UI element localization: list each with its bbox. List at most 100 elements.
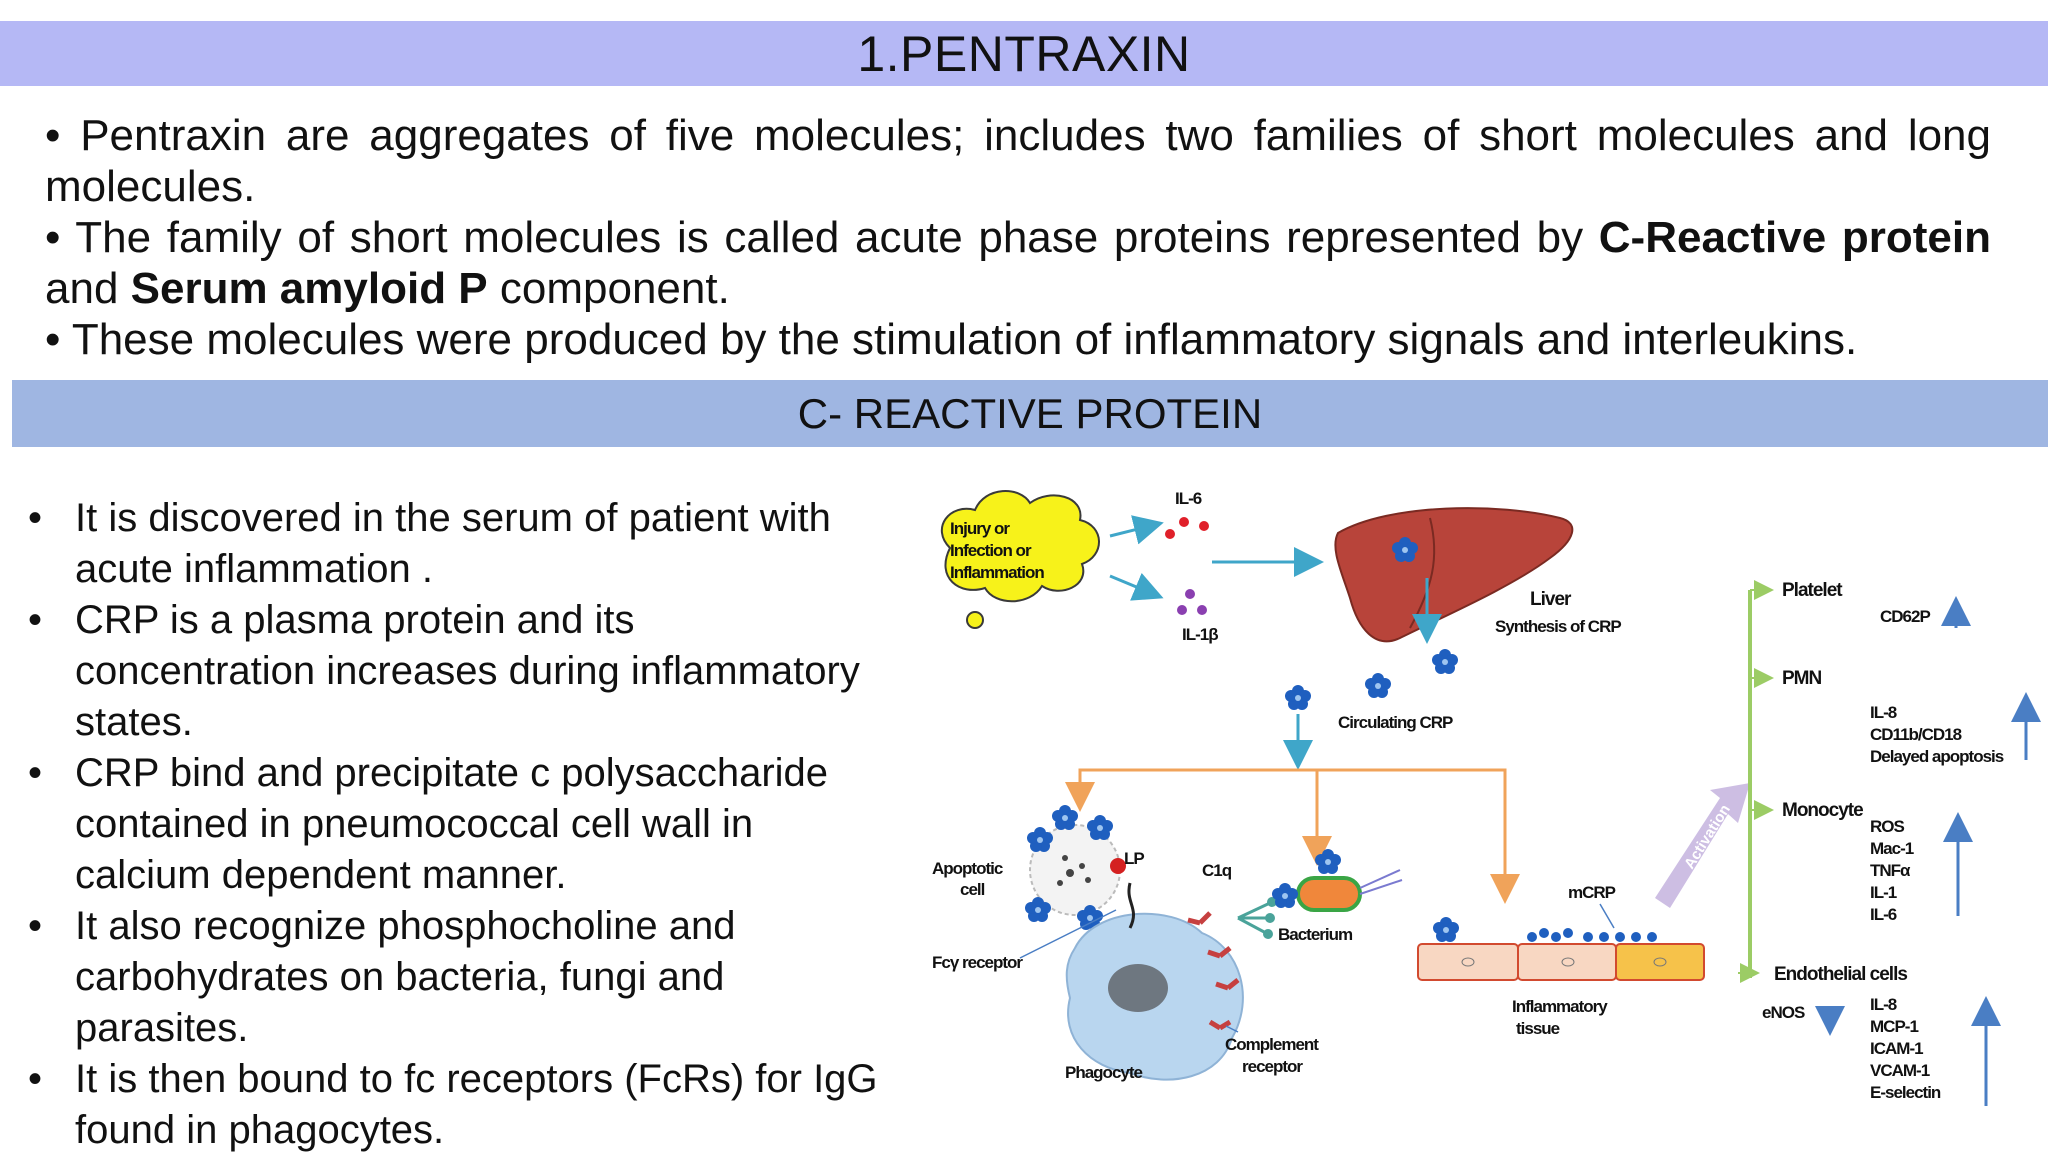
mcrp-dots [1527,928,1657,942]
inflamed-label-2: tissue [1516,1019,1560,1038]
pmn-label: PMN [1782,668,1822,689]
receptor [1215,978,1240,991]
phagocyte-cell [1065,882,1244,1081]
crp-pentamer [1027,827,1053,852]
section-bar: C- REACTIVE PROTEIN [12,380,2048,447]
activation-label: Activation [1681,802,1734,873]
fcy-receptor-label: Fcγ receptor [932,953,1023,972]
pmn-item-1: IL-8 [1870,703,1897,722]
pmn-item-3: Delayed apoptosis [1870,747,2004,766]
lp-label: LP [1124,849,1144,868]
lp-marker [1110,858,1126,874]
complement-pointer [1225,1025,1239,1033]
intro-bold-term: Serum amyloid P [130,264,488,313]
endo-item-5: E-selectin [1870,1083,1941,1102]
circulating-crp-label: Circulating CRP [1338,713,1453,732]
liver-sub-label: Synthesis of CRP [1495,617,1621,636]
crp-bullet-line: concentration increases during inflammat… [75,649,860,693]
liver-label: Liver [1530,589,1572,610]
apoptotic-label-1: Apoptotic [932,859,1003,878]
receptor [1187,911,1212,926]
crp-bullet-line: It is discovered in the serum of patient… [22,493,912,544]
crp-bullet-line: acute inflammation . [75,547,433,591]
intro-text-run: • These molecules were produced by the s… [45,315,1858,364]
crp-pentamer [1052,805,1078,830]
il6-label: IL-6 [1175,489,1202,508]
crp-bullet-list: It is discovered in the serum of patient… [22,493,912,1152]
crp-bullet-line: carbohydrates on bacteria, fungi and [75,955,725,999]
section-title: C- REACTIVE PROTEIN [797,389,1263,437]
inflammatory-tissue [1417,943,1705,981]
crp-bullet-line: states. [75,700,193,744]
activation-arrow: Activation [1655,783,1750,908]
complement-label-1: Complement [1225,1035,1319,1054]
il1b-dot [1197,605,1207,615]
cloud-line-3: Inflammation [950,563,1044,582]
endo-item-1: IL-8 [1870,995,1897,1014]
crp-pentamer [1272,883,1298,908]
crp-pentamer [1365,673,1391,698]
enos-label: eNOS [1762,1003,1805,1022]
monocyte-label: Monocyte [1782,800,1863,821]
crp-diagram-svg: Injury or Infection or Inflammation IL-6… [932,489,2041,1106]
pmn-item-2: CD11b/CD18 [1870,725,1962,744]
crp-bullet-line: It is then bound to fc receptors (FcRs) … [22,1054,912,1105]
mono-item-3: TNFα [1870,861,1911,880]
mcrp-label: mCRP [1568,883,1616,902]
crp-bullet-line: CRP bind and precipitate c polysaccharid… [22,748,912,799]
cloud-arrow [1109,572,1164,601]
title-bar: 1.PENTRAXIN [0,21,2048,86]
page-title: 1.PENTRAXIN [857,25,1191,82]
intro-text-run: • Pentraxin are aggregates of five molec… [45,111,1991,211]
apoptotic-cell [1029,824,1121,916]
mono-item-2: Mac-1 [1870,839,1914,858]
cloud-line-1: Injury or [950,519,1010,538]
mono-item-4: IL-1 [1870,883,1897,902]
endo-item-4: VCAM-1 [1870,1061,1930,1080]
c1q-molecule [1237,897,1277,939]
phagocyte-label: Phagocyte [1065,1063,1143,1082]
il1b-label: IL-1β [1182,625,1218,644]
endothelial-label: Endothelial cells [1774,964,1907,985]
intro-paragraph: • These molecules were produced by the s… [45,314,1991,365]
crp-bullet-line: CRP is a plasma protein and its [22,595,912,646]
receptor [1208,1019,1232,1031]
mono-item-1: ROS [1870,817,1905,836]
apoptotic-label-2: cell [960,880,985,899]
inflamed-label-1: Inflammatory [1512,997,1608,1016]
crp-pentamer [1315,849,1341,874]
crp-bullet-line: parasites. [75,1006,249,1050]
injury-cloud: Injury or Infection or Inflammation [940,490,1100,629]
crp-bullet-line: contained in pneumococcal cell wall in [75,802,754,846]
endo-item-3: ICAM-1 [1870,1039,1923,1058]
il6-dot [1165,529,1175,539]
intro-text-run: and [45,264,131,313]
intro-text-run: component. [487,264,730,313]
crp-bullet-line: calcium dependent manner. [75,853,567,897]
crp-bullet-line: found in phagocytes. [75,1108,445,1152]
platelet-label: Platelet [1782,580,1843,601]
crp-pentamer [1285,685,1311,710]
mcrp-pointer [1599,903,1615,929]
crp-pentamer [1432,649,1458,674]
mono-item-5: IL-6 [1870,905,1897,924]
il1b-dot [1177,605,1187,615]
intro-text: • Pentraxin are aggregates of five molec… [45,110,1991,365]
bacterium-icon [1296,869,1403,912]
cd62p-label: CD62P [1880,607,1930,626]
intro-paragraph: • The family of short molecules is calle… [45,212,1991,314]
crp-pentamer [1433,917,1459,942]
complement-label-2: receptor [1242,1057,1303,1076]
cloud-arrow [1109,515,1164,545]
crp-pentamer [1087,815,1113,840]
c1q-label: C1q [1202,861,1232,880]
il1b-dot [1185,589,1195,599]
bacterium-label: Bacterium [1278,925,1353,944]
orange-branch-line [1078,768,1507,898]
il6-dot [1179,517,1189,527]
receptor [1207,946,1232,959]
fcy-pointer [1019,909,1117,959]
endo-item-2: MCP-1 [1870,1017,1918,1036]
crp-bullet-line: It also recognize phosphocholine and [22,901,912,952]
il6-dot [1199,521,1209,531]
